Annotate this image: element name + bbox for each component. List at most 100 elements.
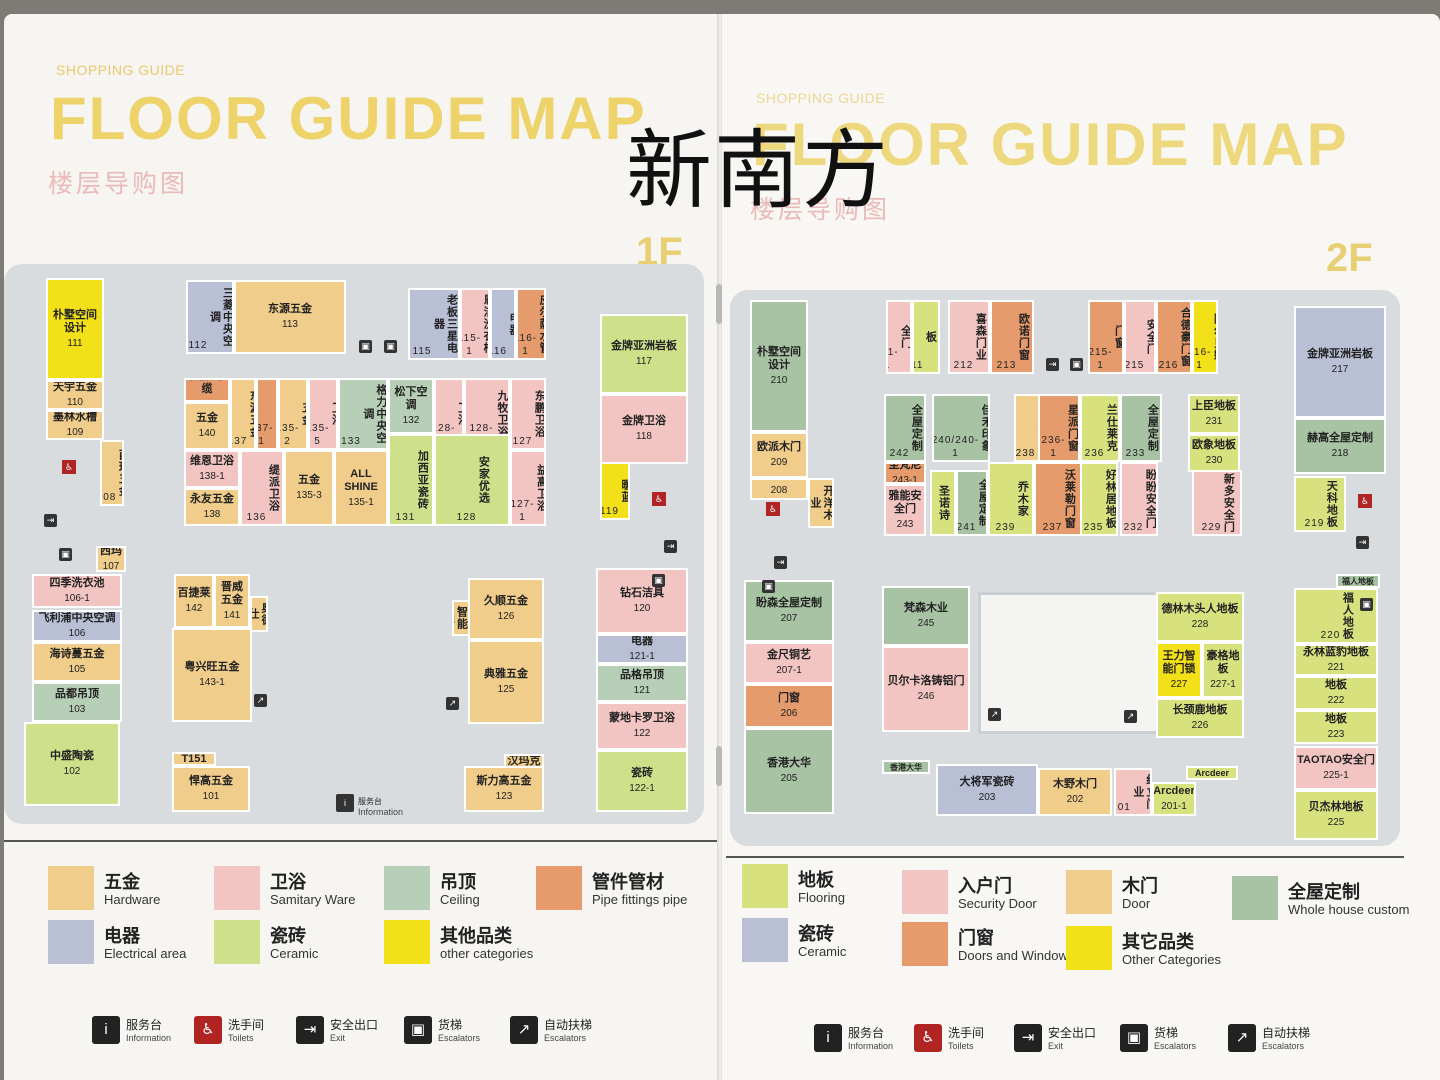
store-name: 王力智能门锁 [1162, 649, 1196, 675]
footer-label-zh: 自动扶梯 [1262, 1026, 1311, 1040]
floor-guide-title: FLOOR GUIDE MAP [50, 85, 647, 152]
store-name: 瓷砖 [631, 767, 653, 779]
store-name: 西玛五金 [117, 449, 124, 497]
unit-number: 203 [978, 792, 996, 803]
staple [716, 746, 722, 786]
shopping-guide-label: SHOPPING GUIDE [756, 90, 886, 106]
unit-number: 223 [1327, 729, 1345, 740]
unit-number: 233 [1125, 448, 1146, 459]
unit-number: 245 [917, 618, 935, 629]
store-name: 九牧卫浴 [496, 390, 508, 438]
store-name: 金牌卫浴 [622, 415, 666, 427]
toilet-icon: ♿ [194, 1016, 222, 1044]
unit-number: 211-1 [887, 347, 899, 371]
store-name: 益高卫浴 [535, 464, 546, 512]
store-name: 晋威五金 [221, 580, 243, 606]
unit-number: 246 [917, 691, 935, 702]
legend-swatch [902, 922, 948, 966]
store-name: 雅能安全门 [888, 489, 922, 515]
store-name: 新多安全门 [1222, 473, 1235, 533]
legend-label-zh: 瓷砖 [270, 926, 306, 946]
store-name: 悍高五金 [189, 775, 233, 787]
unit-number: 225 [1327, 817, 1345, 828]
unit-number: 111 [67, 337, 83, 349]
unit-number: 210 [770, 374, 788, 386]
unit-number: 243-1 [892, 475, 918, 484]
legend-label-zh: 五金 [104, 872, 140, 892]
store-unit: 电器116 [490, 288, 516, 360]
unit-number: 202 [1066, 794, 1084, 805]
unit-number: 221 [1327, 662, 1345, 673]
unit-number: 216-1 [1194, 347, 1212, 371]
store-unit: 东源五金137 [230, 378, 256, 450]
unit-number: 215-1 [1088, 347, 1113, 371]
store-name: ALL SHINE [344, 467, 378, 493]
store-name: TAOTAO安全门 [1297, 754, 1375, 766]
store-unit: 中鼎可信安全门211-1 [886, 300, 912, 374]
store-name: 老板三星电器 [432, 294, 458, 354]
atrium [978, 592, 1178, 734]
unit-number: 125 [497, 684, 515, 695]
store-name: 全屋定制 [1146, 404, 1159, 452]
unit-number: 109 [66, 427, 84, 438]
unit-number: 103 [68, 704, 86, 715]
store-name: 好林居地板 [1104, 469, 1117, 529]
unit-number: 140 [198, 428, 216, 439]
store-name: 全屋定制 [977, 479, 988, 527]
store-name: 钻石洁具 [620, 587, 664, 599]
legend-swatch [384, 866, 430, 910]
unit-number: 207-1 [776, 665, 802, 676]
unit-number: 121-1 [629, 651, 655, 662]
unit-number: 241 [956, 522, 977, 533]
store-name: 施耐德电气 [274, 384, 278, 444]
unit-number: 205 [780, 773, 798, 784]
store-name: 皮尔萨水管 [538, 294, 546, 354]
floor-plan-2f [730, 290, 1400, 846]
unit-number: 115-1 [460, 333, 482, 357]
footer-label-zh: 安全出口 [1048, 1026, 1097, 1040]
unit-number: 135-5 [310, 423, 330, 447]
store-name: 天宇五金 [53, 381, 97, 393]
store-name: 喜森门业 [974, 313, 987, 361]
legend-swatch [1232, 876, 1278, 920]
footer-label-zh: 自动扶梯 [544, 1018, 593, 1032]
escalator-icon: ↗ [1228, 1024, 1256, 1052]
store-name: 地板 [1325, 713, 1347, 725]
unit-number: 105 [68, 664, 86, 675]
store-unit: 地板 223 [1294, 710, 1378, 744]
store-name: 品格吊顶 [620, 669, 664, 681]
store-name: 四季洗衣池 [49, 577, 105, 589]
store-name: 久顺五金 [484, 595, 528, 607]
legend-label-zh: 木门 [1122, 876, 1158, 896]
floor-guide-title: FLOOR GUIDE MAP [752, 111, 1349, 178]
store-name: 金牌亚洲岩板 [1307, 348, 1373, 360]
unit-number: 219 [1304, 518, 1325, 529]
legend-label-en: other categories [440, 946, 534, 961]
unit-number: 112 [188, 340, 208, 351]
legend-label-zh: 卫浴 [270, 872, 306, 892]
